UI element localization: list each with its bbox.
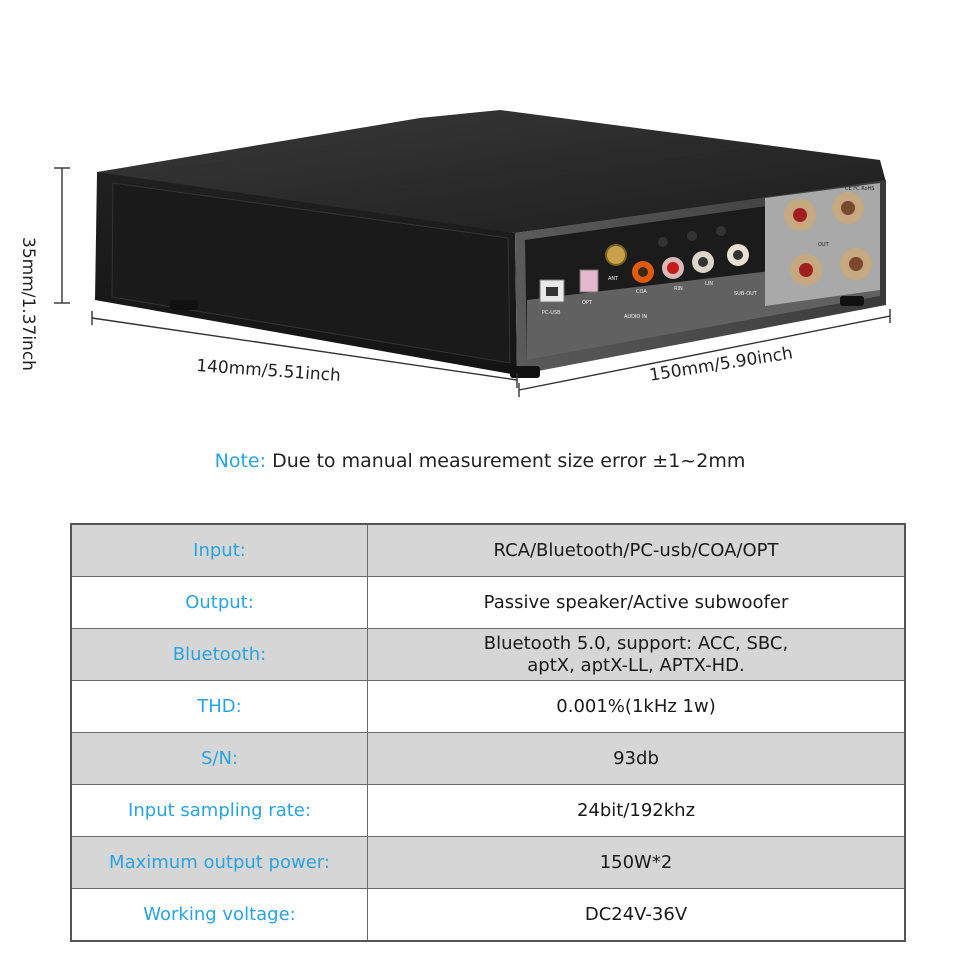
spec-label: Output: (70, 576, 368, 629)
antenna-connector (605, 244, 627, 266)
label-ant: ANT (608, 276, 619, 282)
label-sub-out: SUB-OUT (734, 291, 758, 297)
label-rin: RIN (674, 286, 683, 292)
rca-jacks (632, 244, 749, 283)
spec-value: 93db (367, 732, 906, 785)
spec-value: RCA/Bluetooth/PC-usb/COA/OPT (367, 523, 906, 577)
side-face-inner (111, 182, 511, 364)
label-audio-in: AUDIO IN (624, 314, 647, 320)
spec-value: 150W*2 (367, 836, 906, 889)
label-lin: LIN (705, 281, 713, 287)
dimension-lines (54, 167, 891, 397)
table-row: THD: 0.001%(1kHz 1w) (70, 680, 906, 733)
foot-right (840, 296, 864, 306)
spec-label: Maximum output power: (70, 836, 368, 889)
speaker-terminals (784, 192, 872, 286)
table-row: Output: Passive speaker/Active subwoofer (70, 576, 906, 629)
label-opt: OPT (582, 300, 593, 306)
label-out: OUT (818, 242, 830, 248)
spec-label: Input: (70, 523, 368, 577)
spec-value: DC24V-36V (367, 888, 906, 942)
top-ribs (159, 124, 741, 195)
spec-label: Bluetooth: (70, 628, 368, 681)
spec-label: S/N: (70, 732, 368, 785)
spec-value: 24bit/192khz (367, 784, 906, 837)
foot-mid (510, 366, 540, 378)
label-cert: CE FC RoHS (845, 186, 874, 192)
measurement-note: Note: Due to manual measurement size err… (0, 450, 960, 472)
table-row: Maximum output power: 150W*2 (70, 836, 906, 889)
label-coa: COA (636, 289, 647, 295)
table-row: Input sampling rate: 24bit/192khz (70, 784, 906, 837)
spec-label: THD: (70, 680, 368, 733)
spec-value: Bluetooth 5.0, support: ACC, SBC, aptX, … (367, 628, 906, 681)
optical-port (579, 269, 599, 293)
spec-label: Input sampling rate: (70, 784, 368, 837)
note-text: Due to manual measurement size error ±1~… (272, 450, 746, 472)
height-dimension-label: 35mm/1.37inch (18, 237, 38, 371)
spec-value: Passive speaker/Active subwoofer (367, 576, 906, 629)
amplifier-product-image: PC-USB OPT ANT COA RIN LIN AUDIO IN SUB-… (54, 110, 891, 397)
label-pc-usb: PC-USB (542, 310, 561, 316)
note-label: Note: (214, 450, 267, 472)
table-row: Working voltage: DC24V-36V (70, 888, 906, 942)
spec-value: 0.001%(1kHz 1w) (367, 680, 906, 733)
spec-label: Working voltage: (70, 888, 368, 942)
foot-left (170, 300, 198, 310)
table-row: Bluetooth: Bluetooth 5.0, support: ACC, … (70, 628, 906, 681)
specs-table: Input: RCA/Bluetooth/PC-usb/COA/OPT Outp… (70, 523, 906, 942)
table-row: S/N: 93db (70, 732, 906, 785)
table-row: Input: RCA/Bluetooth/PC-usb/COA/OPT (70, 523, 906, 577)
